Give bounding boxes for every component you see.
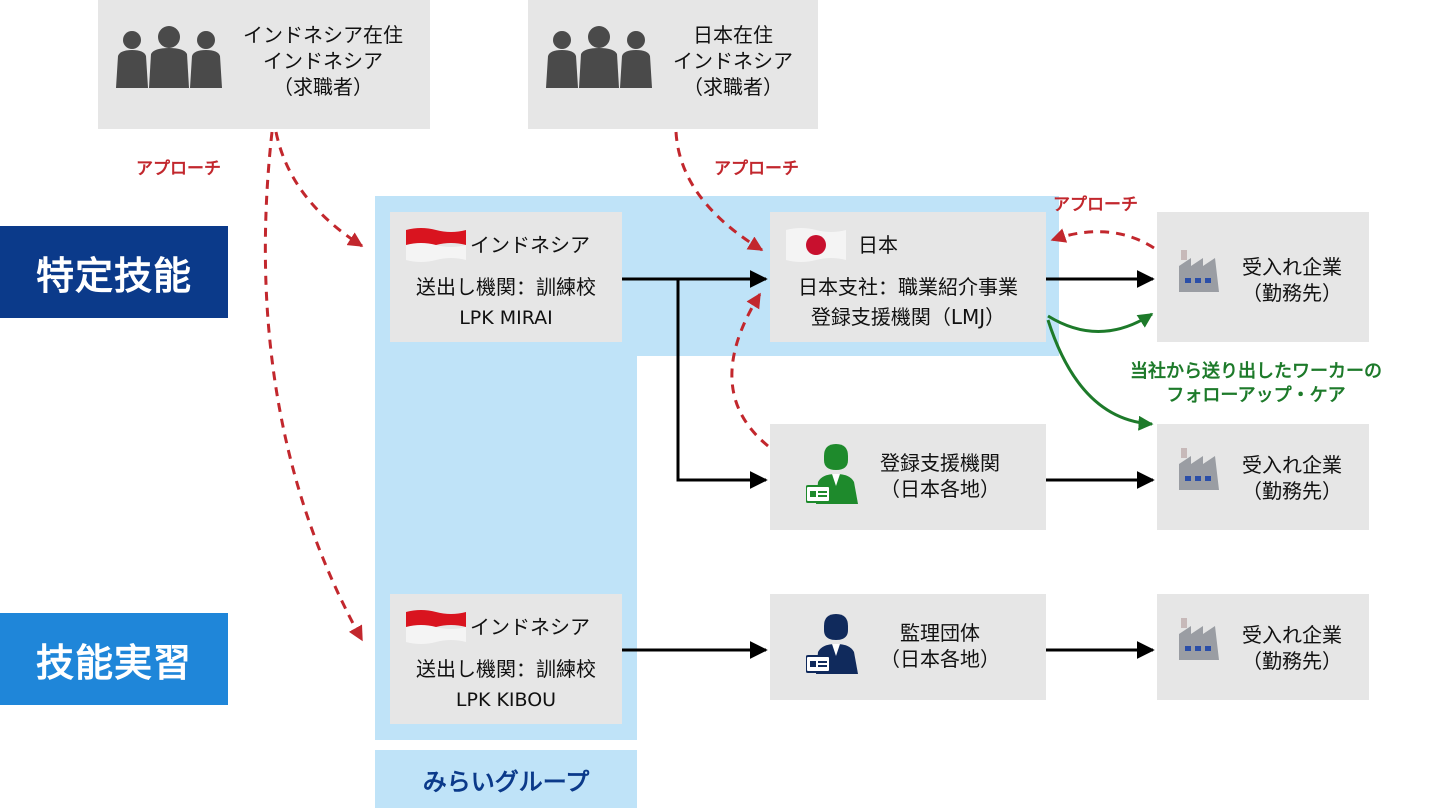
support-org-text: 登録支援機関 （日本各地） xyxy=(860,450,1020,502)
seeker-japan-line3: （求職者） xyxy=(683,75,783,99)
supervising-org-line1: 監理団体 xyxy=(900,621,980,645)
followup-to-employer2 xyxy=(1046,319,1154,431)
employer-text-2: 受入れ企業 （勤務先） xyxy=(1228,452,1356,504)
category-tokutei-ginou: 特定技能 xyxy=(0,226,228,318)
followup-line2: フォローアップ・ケア xyxy=(1166,385,1346,407)
employer-3-line2: （勤務先） xyxy=(1242,649,1342,673)
mirai-group-label-box: みらいグループ xyxy=(375,750,637,808)
seeker-japan-text: 日本在住 インドネシア （求職者） xyxy=(660,22,806,100)
flow-arrows xyxy=(622,270,1155,659)
people-silhouette-icon xyxy=(116,26,222,88)
sending-mirai-name: LPK MIRAI xyxy=(459,307,553,329)
indonesia-flag-icon xyxy=(406,228,466,262)
seeker-japan-line1: 日本在住 xyxy=(693,23,773,47)
supervising-org-text: 監理団体 （日本各地） xyxy=(860,620,1020,672)
approach-seeker-jp-to-japan xyxy=(674,131,764,252)
factory-icon xyxy=(1179,250,1219,292)
approach-support-to-japan xyxy=(730,292,769,448)
support-org-line2: （日本各地） xyxy=(880,477,1000,501)
arrow-mirai-to-support xyxy=(676,279,768,489)
factory-icon xyxy=(1179,448,1219,490)
approach-seeker-id-to-mirai xyxy=(274,131,364,248)
employer-1-line1: 受入れ企業 xyxy=(1242,255,1342,279)
indonesia-flag-icon xyxy=(406,610,466,644)
staff-badge-icon xyxy=(806,614,858,674)
sending-kibou-name: LPK KIBOU xyxy=(455,689,557,711)
japan-office-country: 日本 xyxy=(858,233,898,257)
followup-label: 当社から送り出したワーカーの フォローアップ・ケア xyxy=(1076,360,1435,409)
approach-label-right: アプローチ xyxy=(1053,195,1138,215)
seeker-japan-line2: インドネシア xyxy=(673,49,793,73)
supervising-org-line2: （日本各地） xyxy=(880,647,1000,671)
factory-icon xyxy=(1179,618,1219,660)
employer-2-line2: （勤務先） xyxy=(1242,479,1342,503)
japan-flag-icon xyxy=(786,228,846,262)
employer-text-1: 受入れ企業 （勤務先） xyxy=(1228,254,1356,306)
followup-to-employer1 xyxy=(1047,312,1154,333)
employer-1-line2: （勤務先） xyxy=(1242,281,1342,305)
supervising-org-box xyxy=(770,594,1046,700)
staff-badge-icon xyxy=(806,444,858,504)
employer-text-3: 受入れ企業 （勤務先） xyxy=(1228,622,1356,674)
seeker-indonesia-line2: インドネシア xyxy=(263,49,383,73)
support-org-line1: 登録支援機関 xyxy=(880,451,1000,475)
category-ginou-jisshu: 技能実習 xyxy=(0,613,228,705)
approach-seeker-id-to-kibou xyxy=(263,131,364,642)
approach-label-center: アプローチ xyxy=(714,159,799,179)
seeker-indonesia-line1: インドネシア在住 xyxy=(243,23,403,47)
sending-kibou-country: インドネシア xyxy=(470,615,590,639)
seeker-indonesia-line3: （求職者） xyxy=(273,75,373,99)
support-org-box xyxy=(770,424,1046,530)
sending-mirai-role: 送出し機関：訓練校 xyxy=(416,275,596,299)
japan-office-line1: 日本支社：職業紹介事業 xyxy=(798,275,1018,299)
approach-label-left: アプローチ xyxy=(136,159,221,179)
followup-line1: 当社から送り出したワーカーの xyxy=(1130,361,1382,382)
sending-kibou-role: 送出し機関：訓練校 xyxy=(416,657,596,681)
people-silhouette-icon xyxy=(546,26,652,88)
sending-mirai-country: インドネシア xyxy=(470,233,590,257)
employer-3-line1: 受入れ企業 xyxy=(1242,623,1342,647)
approach-employer-to-japan xyxy=(1050,228,1155,250)
mirai-group-label: みらいグループ xyxy=(422,767,590,796)
employer-2-line1: 受入れ企業 xyxy=(1242,453,1342,477)
approach-arrows xyxy=(263,131,1155,642)
japan-office-line2: 登録支援機関（LMJ） xyxy=(810,305,1006,329)
seeker-indonesia-text: インドネシア在住 インドネシア （求職者） xyxy=(228,22,418,100)
followup-arrows xyxy=(1046,312,1154,431)
